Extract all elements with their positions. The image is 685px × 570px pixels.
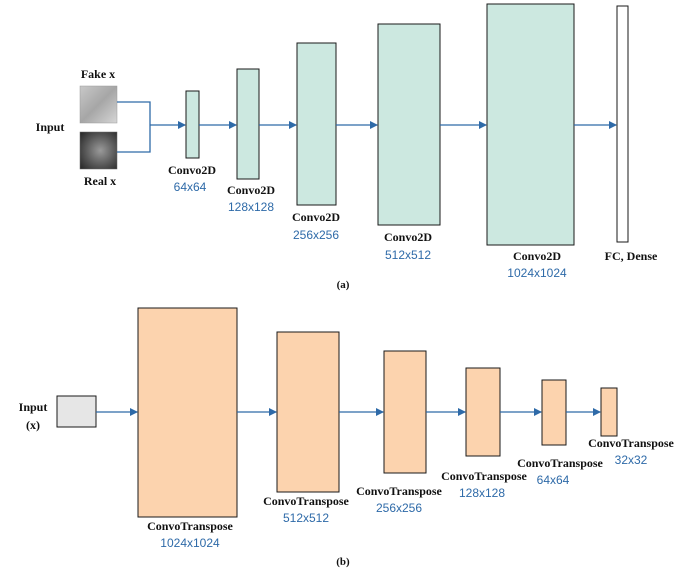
- convtranspose-layer-6: [600, 387, 618, 437]
- conv2d-layer-2-name: Convo2D: [227, 183, 275, 197]
- fake-connector: [117, 101, 151, 125]
- convtranspose-layer-4: [465, 367, 501, 457]
- fc-dense-label: FC, Dense: [605, 249, 658, 263]
- conv2d-layer-2: [236, 68, 260, 180]
- fake-image-thumbnail: [79, 85, 118, 124]
- input-label-b-line2: (x): [26, 418, 40, 432]
- fc-dense-layer: [616, 5, 629, 243]
- convtranspose-layer-5: [541, 379, 567, 446]
- conv2d-layer-3-name: Convo2D: [292, 210, 340, 224]
- panel-b: Input (x) ConvoTranspose 1024x1024 Convo…: [19, 307, 675, 568]
- convtranspose-layer-2-name: ConvoTranspose: [263, 494, 349, 508]
- conv2d-layer-5: [486, 3, 575, 246]
- caption-a: (a): [337, 279, 350, 291]
- real-x-label: Real x: [84, 174, 116, 188]
- conv2d-layer-5-name: Convo2D: [513, 249, 561, 263]
- input-label-a: Input: [36, 120, 65, 134]
- conv2d-layer-1-name: Convo2D: [168, 163, 216, 177]
- conv2d-layer-4: [377, 23, 441, 226]
- input-label-b-line1: Input: [19, 400, 48, 414]
- convtranspose-layer-1-name: ConvoTranspose: [147, 519, 233, 533]
- generator-input-box: [56, 395, 97, 428]
- convtranspose-layer-1-size: 1024x1024: [160, 536, 220, 550]
- convtranspose-layer-4-name: ConvoTranspose: [441, 469, 527, 483]
- convtranspose-layer-5-size: 64x64: [537, 473, 570, 487]
- real-image-thumbnail: [79, 131, 118, 170]
- conv2d-layer-1: [185, 90, 200, 159]
- conv2d-layer-3-size: 256x256: [293, 228, 339, 242]
- convtranspose-layer-2: [276, 331, 340, 493]
- panel-a: Fake x Real x Input Convo2D 64x64 Convo2…: [36, 3, 658, 291]
- convtranspose-layer-1: [137, 307, 238, 518]
- conv2d-layer-2-size: 128x128: [228, 200, 274, 214]
- convtranspose-layer-3: [383, 350, 427, 474]
- convtranspose-layer-6-size: 32x32: [615, 453, 648, 467]
- convtranspose-layer-6-name: ConvoTranspose: [588, 436, 674, 450]
- conv2d-layer-3: [296, 42, 337, 206]
- caption-b: (b): [336, 556, 350, 568]
- conv2d-layer-4-name: Convo2D: [384, 230, 432, 244]
- conv2d-layer-4-size: 512x512: [385, 248, 431, 262]
- convtranspose-layer-3-name: ConvoTranspose: [356, 484, 442, 498]
- convtranspose-layer-4-size: 128x128: [459, 486, 505, 500]
- convtranspose-layer-2-size: 512x512: [283, 511, 329, 525]
- convtranspose-layer-3-size: 256x256: [376, 501, 422, 515]
- real-connector: [117, 125, 151, 153]
- convtranspose-layer-5-name: ConvoTranspose: [517, 456, 603, 470]
- conv2d-layer-1-size: 64x64: [174, 180, 207, 194]
- conv2d-layer-5-size: 1024x1024: [507, 266, 567, 280]
- fake-x-label: Fake x: [81, 67, 115, 81]
